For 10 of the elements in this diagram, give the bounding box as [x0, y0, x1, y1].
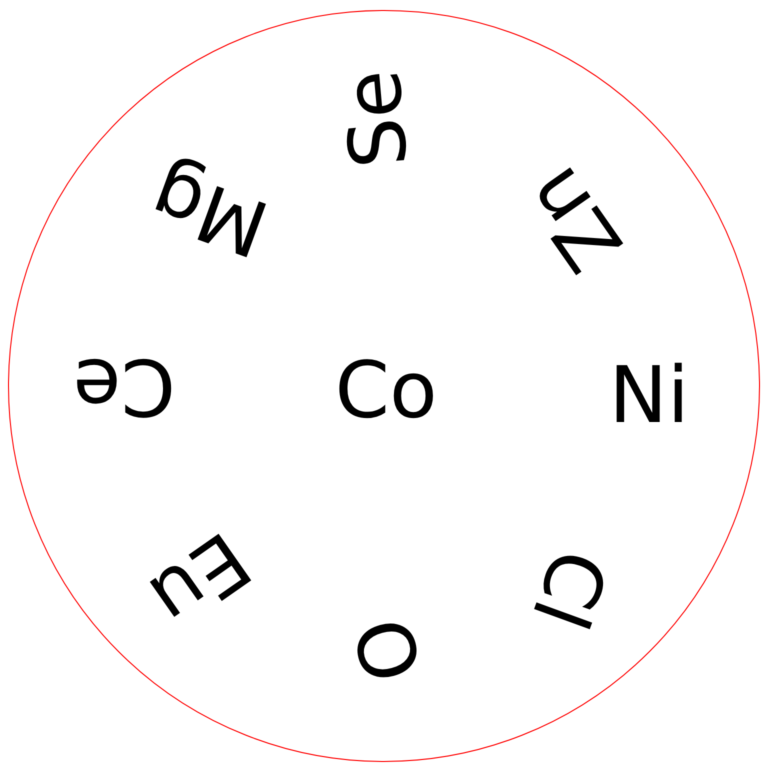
element-symbol: Zn	[512, 154, 636, 284]
element-symbol: Mg	[140, 154, 278, 268]
element-symbol: O	[338, 611, 430, 691]
element-symbol: Co	[335, 352, 438, 430]
element-symbol: Ce	[73, 347, 176, 425]
circle-outline	[8, 10, 760, 762]
element-symbol: Eu	[136, 518, 262, 640]
element-symbol: Cl	[519, 540, 619, 638]
element-symbol: Se	[334, 67, 420, 171]
element-symbol: Ni	[609, 357, 690, 435]
